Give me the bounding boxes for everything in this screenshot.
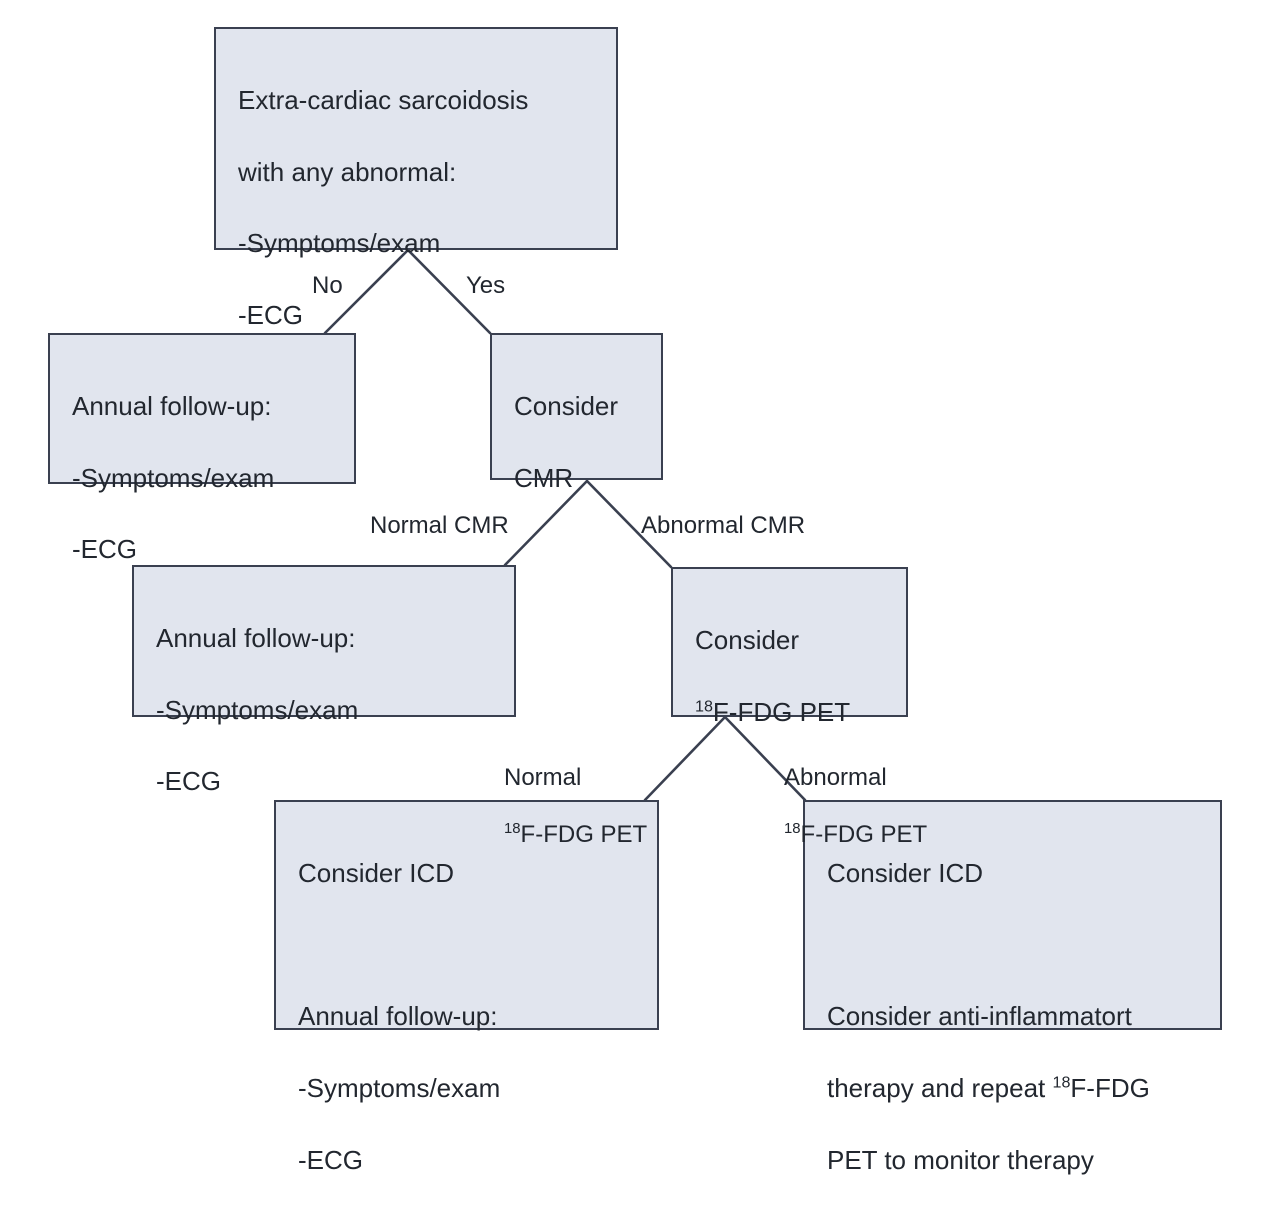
- flowchart-canvas: Extra-cardiac sarcoidosis with any abnor…: [48, 27, 1222, 1175]
- node-icd-abnorm-line-4: therapy and repeat 18F-FDG: [827, 1071, 1198, 1107]
- node-root-line-2: with any abnormal:: [238, 156, 457, 187]
- edge-label-normal-pet-line-1: Normal: [504, 764, 582, 792]
- node-root-line-4: -ECG: [238, 300, 303, 331]
- node-icd-abnorm-line-1: Consider ICD: [827, 857, 984, 888]
- node-extra-cardiac-sarcoidosis[interactable]: Extra-cardiac sarcoidosis with any abnor…: [214, 27, 618, 402]
- superscript-18: 18: [1052, 1073, 1071, 1092]
- node-pet-line-1: Consider: [695, 624, 800, 655]
- edge-label-normal-cmr: Normal CMR: [370, 512, 509, 539]
- edge-label-abnorm-pet-line-1: Abnormal: [784, 764, 887, 792]
- node-annual-1-line-1: Annual follow-up:: [72, 390, 272, 421]
- node-pet-line-2: 18F-FDG PET: [695, 695, 884, 731]
- node-icd-abnorm-line-3: Consider anti-inflammatort: [827, 1001, 1132, 1032]
- edge-label-abnormal-18f-fdg-pet: Abnormal 18F-FDG PET: [784, 736, 927, 878]
- node-annual-2-line-3: -ECG: [156, 766, 221, 797]
- node-annual-1-line-3: -ECG: [72, 534, 137, 565]
- superscript-18: 18: [784, 820, 801, 837]
- node-icd-abnorm-line-5: PET to monitor therapy: [827, 1144, 1094, 1175]
- node-consider-cmr[interactable]: Consider CMR: [490, 333, 663, 493]
- node-icd-abnorm-line-4-pre: therapy and repeat: [827, 1073, 1053, 1104]
- edge-label-yes: Yes: [466, 272, 506, 299]
- node-icd-normal-line-3: Annual follow-up:: [298, 1001, 498, 1032]
- node-icd-normal-line-4: -Symptoms/exam: [298, 1073, 501, 1104]
- node-icd-normal-spacer: [298, 928, 635, 964]
- node-icd-normal-line-1: Consider ICD: [298, 857, 455, 888]
- edge-label-abnormal-cmr: Abnormal CMR: [641, 512, 806, 539]
- node-cmr-line-1: Consider: [514, 390, 619, 421]
- node-icd-abnorm-spacer: [827, 928, 1198, 964]
- edge-label-no: No: [312, 272, 343, 299]
- node-annual-1-line-2: -Symptoms/exam: [72, 462, 275, 493]
- node-annual-2-line-1: Annual follow-up:: [156, 622, 356, 653]
- node-annual-2-line-2: -Symptoms/exam: [156, 694, 359, 725]
- superscript-18: 18: [695, 696, 713, 715]
- node-icd-abnorm-line-4-post: F-FDG: [1070, 1073, 1150, 1104]
- node-root-line-3: -Symptoms/exam: [238, 228, 441, 259]
- superscript-18: 18: [504, 820, 521, 837]
- edge-label-normal-pet-line-2: 18F-FDG PET: [504, 821, 647, 849]
- node-icd-normal-line-5: -ECG: [298, 1144, 363, 1175]
- edge-label-abnorm-pet-line-2-text: F-FDG PET: [800, 820, 928, 848]
- node-root-line-1: Extra-cardiac sarcoidosis: [238, 84, 529, 115]
- node-consider-18f-fdg-pet[interactable]: Consider 18F-FDG PET: [671, 567, 908, 727]
- node-pet-line-2-text: F-FDG PET: [712, 696, 851, 727]
- edge-label-abnorm-pet-line-2: 18F-FDG PET: [784, 821, 927, 849]
- edge-label-normal-18f-fdg-pet: Normal 18F-FDG PET: [504, 736, 647, 878]
- node-annual-follow-up-no-branch[interactable]: Annual follow-up: -Symptoms/exam -ECG: [48, 333, 356, 564]
- edge-label-normal-pet-line-2-text: F-FDG PET: [520, 820, 648, 848]
- node-annual-follow-up-normal-cmr[interactable]: Annual follow-up: -Symptoms/exam -ECG: [132, 565, 516, 796]
- node-cmr-line-2: CMR: [514, 462, 574, 493]
